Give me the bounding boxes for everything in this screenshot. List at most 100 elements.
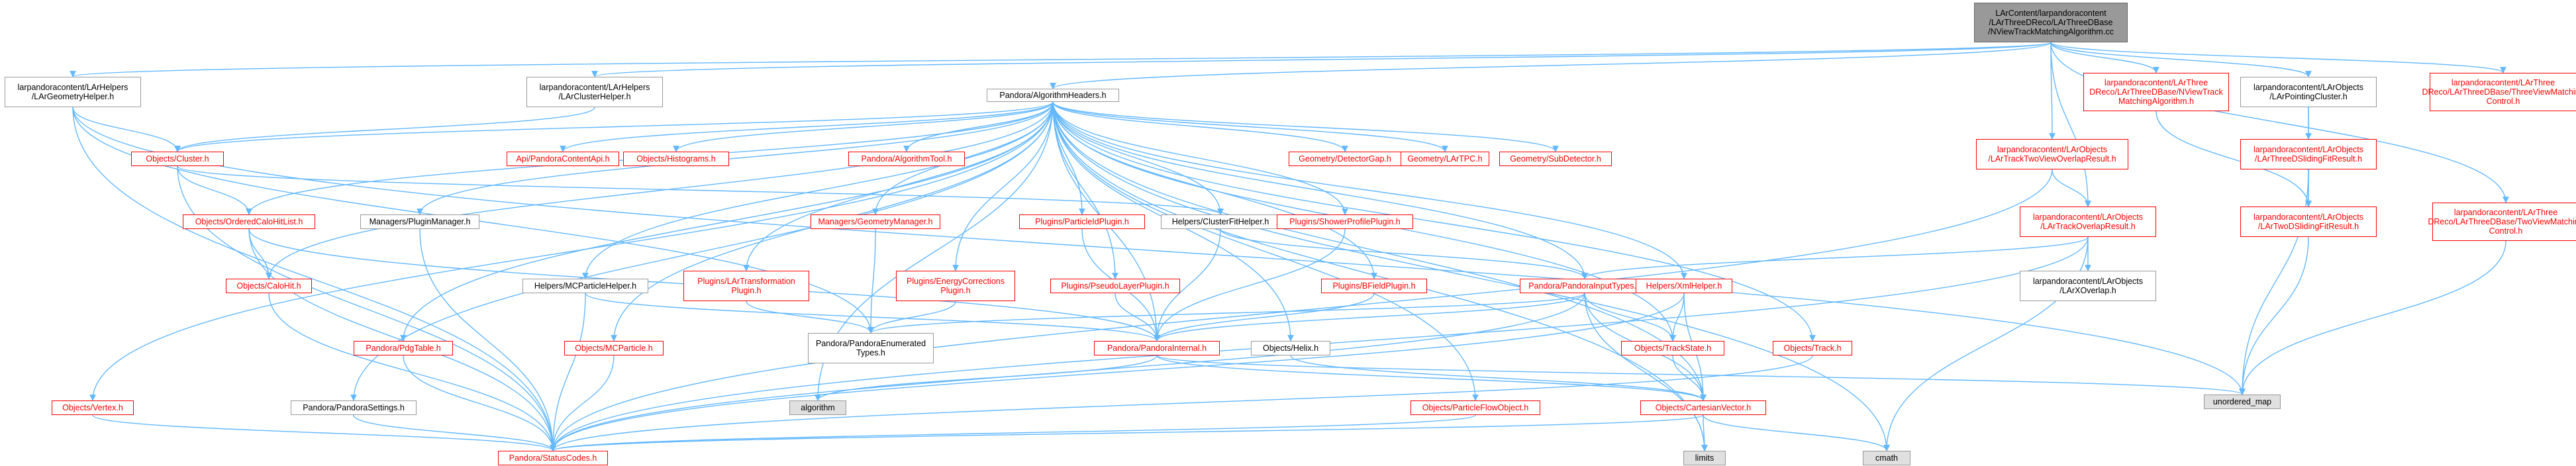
edge-clusterFitHelper-to-pandoraInternal xyxy=(1154,228,1221,342)
edge-algHeaders-to-apiContent xyxy=(560,101,1054,152)
node-trackState[interactable]: Objects/TrackState.h xyxy=(1621,341,1724,355)
node-nviewTrack[interactable]: larpandoracontent/LArThree DReco/LArThre… xyxy=(2083,73,2229,111)
node-objTrack[interactable]: Objects/Track.h xyxy=(1773,341,1852,355)
node-cmath[interactable]: cmath xyxy=(1863,451,1910,465)
node-clusterHelper[interactable]: larpandoracontent/LArHelpers /LArCluster… xyxy=(526,77,663,107)
node-pandoraInternal[interactable]: Pandora/PandoraInternal.h xyxy=(1094,341,1220,355)
edge-inputTypes-to-pandoraInternal xyxy=(1154,293,1585,342)
node-pandoraSettings[interactable]: Pandora/PandoraSettings.h xyxy=(291,400,417,415)
node-algHeaders[interactable]: Pandora/AlgorithmHeaders.h xyxy=(987,89,1119,102)
edge-showerProfile-to-pandoraInternal xyxy=(1154,228,1346,342)
node-root: LArContent/larpandoracontent /LArThreeDR… xyxy=(1974,3,2128,42)
edge-bfieldPlugin-to-pandoraInternal xyxy=(1154,293,1375,342)
node-larOverlap[interactable]: larpandoracontent/LArObjects /LArXOverla… xyxy=(2020,271,2156,301)
edge-algHeaders-to-cmath xyxy=(1052,101,1890,451)
node-threeDSliding[interactable]: larpandoracontent/LArObjects /LArThreeDS… xyxy=(2240,139,2377,169)
node-mcParticleHelper[interactable]: Helpers/MCParticleHelper.h xyxy=(522,279,648,293)
edge-algHeaders-to-objCluster xyxy=(174,101,1054,152)
edge-geomHelper-to-statusCodes xyxy=(72,107,556,451)
edge-algHeaders-to-mcParticleHelper xyxy=(582,101,1054,279)
edge-geomHelper-to-objCluster xyxy=(72,107,181,152)
edge-inputTypes-to-trackState xyxy=(1584,293,1676,342)
node-xmlHelper[interactable]: Helpers/XmlHelper.h xyxy=(1636,279,1732,293)
edge-algHeaders-to-subDetector xyxy=(1052,101,1559,152)
edge-mcParticleHelper-to-statusCodes xyxy=(550,293,586,451)
edge-root-to-clusterHelper xyxy=(591,42,2052,77)
node-detectorGap[interactable]: Geometry/DetectorGap.h xyxy=(1289,152,1401,166)
node-statusCodes[interactable]: Pandora/StatusCodes.h xyxy=(498,451,608,465)
edge-algHeaders-to-larTPC xyxy=(1052,101,1448,152)
edge-pandoraInternal-to-algorithm xyxy=(815,355,1158,401)
edge-algHeaders-to-detectorGap xyxy=(1052,101,1348,152)
edge-algHeaders-to-pluginManager xyxy=(417,101,1054,215)
node-objVertex[interactable]: Objects/Vertex.h xyxy=(52,400,134,415)
node-bfieldPlugin[interactable]: Plugins/BFieldPlugin.h xyxy=(1321,279,1427,293)
edge-algHeaders-to-limits xyxy=(1052,101,1708,451)
edge-inputTypes-to-limits xyxy=(1584,293,1708,451)
edge-twoDSliding-to-unorderedMap xyxy=(2239,236,2309,395)
edge-cartesian-to-limits xyxy=(1701,414,1708,451)
node-trackOverlap[interactable]: larpandoracontent/LArObjects /LArTrackOv… xyxy=(2020,207,2156,237)
edge-objHelix-to-cartesian xyxy=(1290,355,1707,401)
node-enumTypes[interactable]: Pandora/PandoraEnumerated Types.h xyxy=(808,333,934,363)
node-objHistograms[interactable]: Objects/Histograms.h xyxy=(623,152,729,166)
edge-inputTypes-to-enumTypes xyxy=(867,293,1585,334)
edge-objCluster-to-clusterFitHelper xyxy=(177,165,1224,215)
node-pdgTable[interactable]: Pandora/PdgTable.h xyxy=(354,341,453,355)
edge-algHeaders-to-pfo xyxy=(1052,101,1479,401)
node-objCaloHit[interactable]: Objects/CaloHit.h xyxy=(226,279,312,293)
node-geomHelper[interactable]: larpandoracontent/LArHelpers /LArGeometr… xyxy=(5,77,141,107)
node-unorderedMap[interactable]: unordered_map xyxy=(2204,395,2281,409)
edge-algHeaders-to-objCaloHit xyxy=(266,101,1054,279)
node-larTransform[interactable]: Plugins/LArTransformation Plugin.h xyxy=(683,271,809,301)
edge-nviewTrack-to-twoDSliding xyxy=(2155,111,2312,207)
edge-clusterFitHelper-to-inputTypes xyxy=(1220,228,1588,279)
edge-algHeaders-to-objVertex xyxy=(89,101,1054,401)
node-algorithm[interactable]: algorithm xyxy=(789,400,846,415)
edge-threeViewCtrl2-to-unorderedMap xyxy=(2239,240,2506,395)
node-subDetector[interactable]: Geometry/SubDetector.h xyxy=(1499,152,1612,166)
node-apiContent[interactable]: Api/PandoraContentApi.h xyxy=(507,152,619,166)
edge-root-to-threeViewCtrl2 xyxy=(2050,42,2509,203)
node-pfo[interactable]: Objects/ParticleFlowObject.h xyxy=(1411,400,1540,415)
edge-energyCorr-to-enumTypes xyxy=(867,301,956,334)
node-twoViewOverlap[interactable]: larpandoracontent/LArObjects /LArTrackTw… xyxy=(1976,139,2128,169)
node-algTool[interactable]: Pandora/AlgorithmTool.h xyxy=(848,152,965,166)
node-energyCorr[interactable]: Plugins/EnergyCorrections Plugin.h xyxy=(896,271,1015,301)
edge-orderedCalo-to-statusCodes xyxy=(248,228,556,451)
node-larTPC[interactable]: Geometry/LArTPC.h xyxy=(1401,152,1489,166)
edge-orderedCalo-to-objCaloHit xyxy=(248,228,272,279)
edge-algHeaders-to-energyCorr xyxy=(952,101,1054,271)
node-twoDSliding[interactable]: larpandoracontent/LArObjects /LArTwoDSli… xyxy=(2240,207,2377,237)
node-objMCParticle[interactable]: Objects/MCParticle.h xyxy=(564,341,664,355)
edge-root-to-geomHelper xyxy=(70,42,2052,77)
node-objCluster[interactable]: Objects/Cluster.h xyxy=(131,152,224,166)
edge-twoViewOverlap-to-statusCodes xyxy=(550,169,2053,451)
node-cartesian[interactable]: Objects/CartesianVector.h xyxy=(1640,400,1766,415)
node-limits[interactable]: limits xyxy=(1683,451,1726,465)
node-showerProfile[interactable]: Plugins/ShowerProfilePlugin.h xyxy=(1277,214,1413,229)
edge-pseudoLayer-to-pandoraInternal xyxy=(1115,293,1160,342)
node-inputTypes[interactable]: Pandora/PandoraInputTypes.h xyxy=(1520,279,1650,293)
node-pluginManager[interactable]: Managers/PluginManager.h xyxy=(360,214,479,229)
node-geomManager[interactable]: Managers/GeometryManager.h xyxy=(811,214,940,229)
node-particleIdPlugin[interactable]: Plugins/ParticleIdPlugin.h xyxy=(1019,214,1145,229)
edge-clusterHelper-to-objCluster xyxy=(174,107,595,152)
edge-algHeaders-to-xmlHelper xyxy=(1052,101,1687,279)
edge-cartesian-to-statusCodes xyxy=(550,414,1704,451)
node-objHelix[interactable]: Objects/Helix.h xyxy=(1251,341,1330,355)
edge-root-to-algHeaders xyxy=(1050,42,2052,89)
edge-algHeaders-to-objHistograms xyxy=(673,101,1054,152)
node-threeViewCtrl2[interactable]: larpandoracontent/LArThree DReco/LArThre… xyxy=(2428,203,2576,241)
edge-algHeaders-to-showerProfile xyxy=(1052,101,1348,215)
edge-algHeaders-to-pdgTable xyxy=(400,101,1054,342)
node-clusterFitHelper[interactable]: Helpers/ClusterFitHelper.h xyxy=(1161,214,1280,229)
node-pointingCluster[interactable]: larpandoracontent/LArObjects /LArPointin… xyxy=(2240,77,2377,107)
node-orderedCalo[interactable]: Objects/OrderedCaloHitList.h xyxy=(183,214,315,229)
node-pseudoLayer[interactable]: Plugins/PseudoLayerPlugin.h xyxy=(1050,279,1180,293)
edge-pluginManager-to-statusCodes xyxy=(419,228,556,451)
edge-pandoraInternal-to-cartesian xyxy=(1156,355,1707,401)
edge-twoViewOverlap-to-trackOverlap xyxy=(2052,169,2091,207)
node-threeViewCtrl1[interactable]: larpandoracontent/LArThree DReco/LArThre… xyxy=(2422,73,2576,111)
edge-algHeaders-to-pseudoLayer xyxy=(1052,101,1118,279)
